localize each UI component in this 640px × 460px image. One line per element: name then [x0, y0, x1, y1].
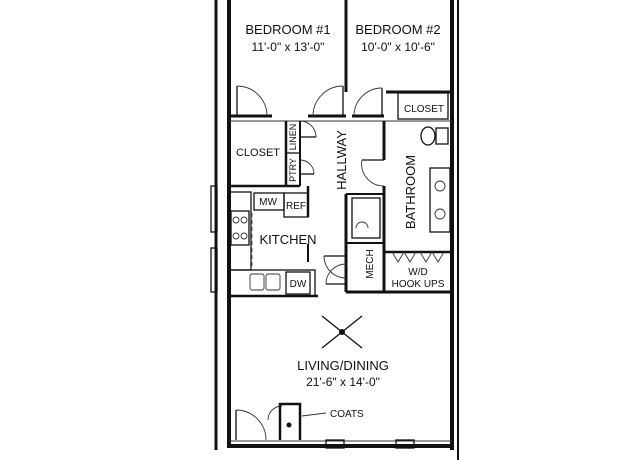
- refrigerator-label: REF: [286, 201, 306, 212]
- interior-walls: [229, 0, 452, 298]
- washer-dryer-label: W/D: [408, 267, 427, 278]
- living-dining-name: LIVING/DINING: [297, 358, 389, 373]
- kitchen-fixtures: [228, 191, 316, 297]
- bedroom-closet-label: CLOSET: [236, 147, 280, 159]
- hallway-label: HALLWAY: [334, 130, 349, 190]
- pantry-label: PTRY: [288, 158, 298, 182]
- exterior-walls: [214, 0, 459, 460]
- coat-closet: [278, 402, 327, 440]
- bathroom-label: BATHROOM: [403, 155, 418, 229]
- mech-label: MECH: [365, 249, 376, 278]
- dishwasher-label: DW: [290, 279, 307, 290]
- ceiling-fan-icon: [321, 315, 363, 349]
- coats-label: COATS: [330, 409, 364, 420]
- room-labels: BEDROOM #1 11'-0" x 13'-0" BEDROOM #2 10…: [236, 22, 445, 420]
- hall-closet-label: CLOSET: [404, 104, 444, 115]
- bedroom-2-size: 10'-0" x 10'-6": [361, 40, 435, 54]
- bedroom-2-name: BEDROOM #2: [355, 22, 440, 37]
- windows: [210, 185, 415, 449]
- microwave-label: MW: [259, 197, 277, 208]
- bedroom-1-name: BEDROOM #1: [245, 22, 330, 37]
- living-dining-size: 21'-6" x 14'-0": [306, 375, 380, 389]
- bathroom-fixtures: [351, 92, 451, 239]
- hookups-label: HOOK UPS: [392, 279, 445, 290]
- linen-label: LINEN: [288, 124, 298, 151]
- kitchen-label: KITCHEN: [259, 232, 316, 247]
- doors: [235, 85, 445, 441]
- bedroom-1-size: 11'-0" x 13'-0": [252, 40, 325, 54]
